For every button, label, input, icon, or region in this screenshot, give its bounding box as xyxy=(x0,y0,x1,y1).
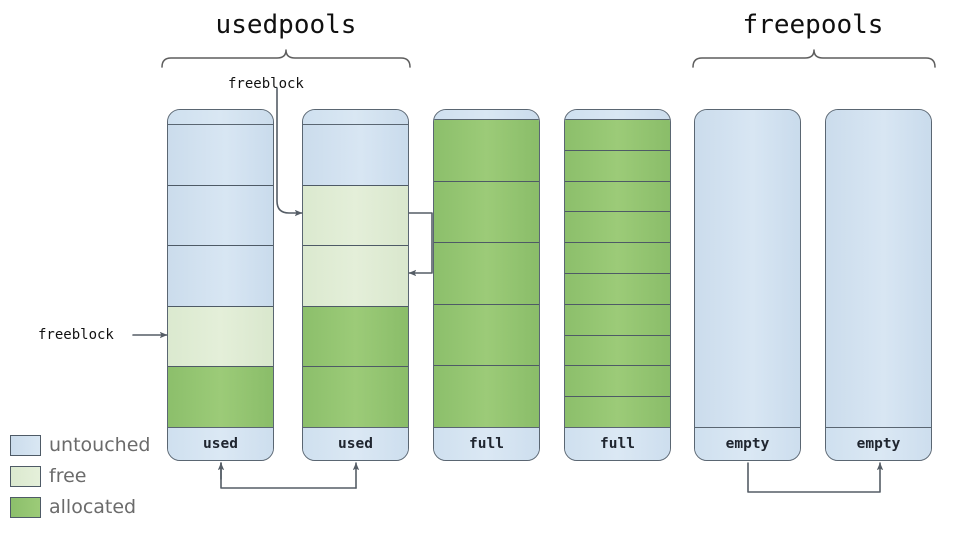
freeblock-label-left: freeblock xyxy=(38,327,114,343)
braces-layer xyxy=(161,49,936,68)
legend-swatch-allocated xyxy=(10,496,41,518)
block-allocated xyxy=(565,150,670,182)
pool-usedpool-3: full xyxy=(433,109,540,461)
block-allocated xyxy=(565,181,670,213)
block-allocated xyxy=(565,304,670,336)
block-allocated xyxy=(565,120,670,151)
block-free xyxy=(303,246,408,307)
legend-item-untouched: untouched xyxy=(10,432,150,458)
block-allocated xyxy=(168,367,273,427)
pool-status-label: used xyxy=(168,427,273,460)
block-allocated xyxy=(565,273,670,305)
pool-status-label: empty xyxy=(695,427,800,460)
block-free xyxy=(168,306,273,368)
block-allocated xyxy=(303,367,408,427)
pool-blocks xyxy=(565,120,670,427)
pool-cap xyxy=(168,110,273,125)
block-allocated xyxy=(565,397,670,427)
pool-blocks xyxy=(168,125,273,427)
block-untouched xyxy=(168,125,273,186)
pool-blocks xyxy=(695,110,800,427)
block-free xyxy=(303,185,408,247)
pool-cap xyxy=(434,110,539,120)
pool-usedpool-2: used xyxy=(302,109,409,461)
block-untouched xyxy=(168,246,273,307)
block-allocated xyxy=(434,304,539,367)
pool-usedpool-1: used xyxy=(167,109,274,461)
block-allocated xyxy=(434,366,539,427)
group-title-usedpools: usedpools xyxy=(215,10,357,40)
freeblock-chain-loop xyxy=(408,212,433,277)
block-allocated xyxy=(565,335,670,367)
legend-item-free: free xyxy=(10,463,150,489)
block-allocated xyxy=(303,306,408,368)
block-untouched xyxy=(695,110,800,427)
block-untouched xyxy=(168,185,273,247)
pool-status-label: used xyxy=(303,427,408,460)
usedpools-bidir-link-a xyxy=(220,462,357,489)
pool-blocks xyxy=(303,125,408,427)
pool-blocks xyxy=(826,110,931,427)
block-allocated xyxy=(565,212,670,244)
legend-label-allocated: allocated xyxy=(49,495,137,518)
legend: untouched free allocated xyxy=(10,432,150,520)
group-title-freepools: freepools xyxy=(742,10,884,40)
legend-item-allocated: allocated xyxy=(10,494,150,520)
freeblock-label-top: freeblock xyxy=(228,76,304,92)
block-allocated xyxy=(434,243,539,305)
legend-label-untouched: untouched xyxy=(49,433,151,456)
freepools-link xyxy=(747,462,884,493)
legend-swatch-free xyxy=(10,465,41,487)
freeblock-top-arrow xyxy=(276,87,303,217)
legend-swatch-untouched xyxy=(10,434,41,456)
pool-status-label: empty xyxy=(826,427,931,460)
pool-status-label: full xyxy=(565,427,670,460)
pool-usedpool-4: full xyxy=(564,109,671,461)
pool-blocks xyxy=(434,120,539,427)
block-allocated xyxy=(565,366,670,398)
block-allocated xyxy=(565,243,670,274)
pool-cap xyxy=(565,110,670,120)
pool-cap xyxy=(303,110,408,125)
block-allocated xyxy=(434,181,539,244)
block-allocated xyxy=(434,120,539,182)
block-untouched xyxy=(826,110,931,427)
legend-label-free: free xyxy=(49,464,87,487)
pool-freepool-1: empty xyxy=(694,109,801,461)
pool-status-label: full xyxy=(434,427,539,460)
pool-freepool-2: empty xyxy=(825,109,932,461)
brace-usedpools xyxy=(161,49,411,68)
block-untouched xyxy=(303,125,408,186)
brace-freepools xyxy=(692,49,936,68)
